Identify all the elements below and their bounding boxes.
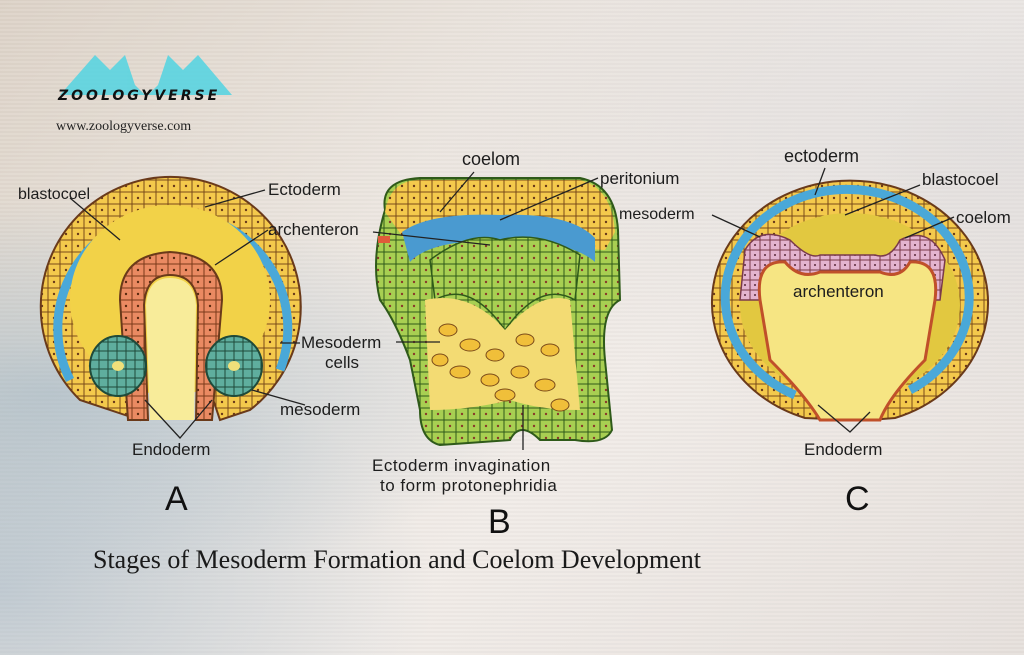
label-a-blastocoel: blastocoel — [18, 186, 91, 203]
stage-c-embryo — [711, 179, 989, 422]
label-a-mesoderm: mesoderm — [280, 400, 361, 419]
logo-wolf-icon — [60, 55, 232, 95]
label-b-invagination-1: Ectoderm invagination — [372, 456, 551, 475]
label-a-mesoderm-cells: Mesoderm — [301, 333, 382, 352]
logo-url: www.zoologyverse.com — [56, 119, 192, 134]
stage-b-leader-lines — [372, 171, 599, 450]
stage-c-leader-lines — [711, 167, 955, 433]
label-c-mesoderm: mesoderm — [619, 206, 695, 223]
label-a-archenteron: archenteron — [268, 220, 359, 239]
stage-a-embryo — [39, 175, 302, 422]
label-c-ectoderm: ectoderm — [784, 146, 860, 166]
label-a-mesoderm-cells-2: cells — [325, 353, 360, 372]
stage-a-leader-lines — [69, 189, 306, 439]
label-a-endoderm: Endoderm — [132, 440, 211, 459]
stage-letter-a: A — [165, 480, 188, 518]
label-c-coelom: coelom — [956, 208, 1011, 227]
diagram-title: Stages of Mesoderm Formation and Coelom … — [93, 545, 702, 574]
label-a-ectoderm: Ectoderm — [268, 180, 341, 199]
label-c-endoderm: Endoderm — [804, 440, 883, 459]
label-b-peritonium: peritonium — [600, 169, 680, 188]
label-c-archenteron: archenteron — [793, 282, 884, 301]
label-c-blastocoel: blastocoel — [922, 170, 999, 189]
logo-wordmark: ZOOLOGYVERSE — [58, 88, 221, 104]
stage-letter-b: B — [488, 503, 511, 541]
stage-b-embryo — [375, 177, 622, 447]
label-b-coelom: coelom — [462, 149, 521, 169]
stage-letter-c: C — [845, 480, 870, 518]
label-b-invagination-2: to form protonephridia — [380, 476, 558, 495]
